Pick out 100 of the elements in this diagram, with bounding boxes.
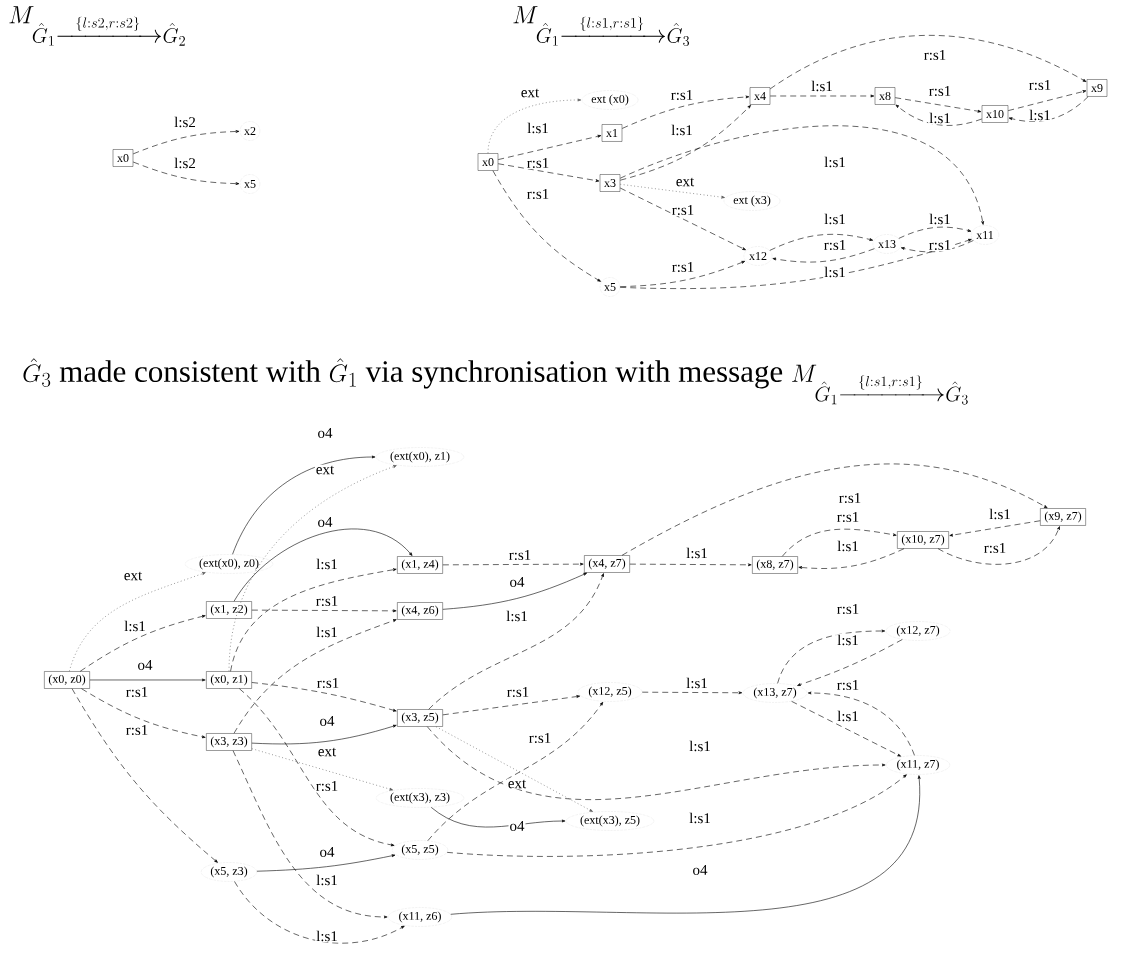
arrow [228,465,397,672]
heading-formula: $M_{\hat{G}_1\xrightarrow{\{l{:}s1,r{:}s1\}}\hat{G}_3}$ [513,6,690,46]
arrow [619,105,751,181]
arrow [497,134,602,160]
edge-label: r:s1 [837,491,863,505]
arrow [621,95,750,129]
state-box: x0 [112,149,134,167]
arrow [251,748,393,791]
state-box: x1 [601,124,623,142]
state-box: (x8, z7) [752,556,798,574]
arrow [492,170,601,282]
arrow [769,234,874,251]
arrow [629,563,752,567]
edge-label: l:s1 [836,709,860,723]
state-box: x8 [874,87,896,105]
edge-label: o4 [316,516,334,528]
arrow [797,639,903,686]
state-box: (x0, z0) [44,671,90,689]
edge-label: r:s1 [922,48,948,62]
edge-label: l:s1 [315,625,339,639]
edge-label: r:s1 [822,238,848,252]
arrow [900,240,974,253]
edge-label: l:s1 [928,111,952,125]
edge-label: r:s1 [1027,78,1053,92]
arrow [621,463,1048,556]
arrow [791,701,901,757]
edge-label: ext [674,176,696,188]
arrow [769,35,1087,90]
edge-label: r:s1 [314,779,340,793]
arrow [894,97,982,113]
arrow [427,701,604,841]
edge-label: r:s1 [124,685,150,699]
edge-label: o4 [318,845,336,858]
state-box: (x9, z7) [1040,508,1086,526]
edge-label: r:s1 [669,88,695,102]
edge-label: r:s1 [525,187,551,201]
arrow [777,629,886,684]
edge-label: r:s1 [835,602,861,616]
arrow [132,130,240,155]
arrow [230,568,397,672]
state-box: (x1, z4) [397,556,443,574]
arrow [239,688,395,847]
arrow [619,260,746,287]
edge-label: o4 [136,659,154,671]
heading-formula: $M_{\hat{G}_1\xrightarrow{\{l{:}s2,r{:}s2\}}\hat{G}_2}$ [9,6,185,46]
arrow [442,695,581,716]
arrow [641,691,743,695]
arrow [1007,90,1087,111]
state-box: (x3, z3) [206,733,252,751]
arrow [233,619,397,734]
edge-label: r:s1 [505,685,531,699]
state-box: x3 [599,174,621,192]
edge-label: l:s1 [315,557,339,571]
heading-formula: $\hat{G}_3\ \text{made consistent with}\ \hat{G}_1\ \text{via synchronisation with message}\ M_{\hat{G}_1\xrightarrow{\{l{:}s1,r{:}s1\}}\hat{G}_3}$ [23,358,968,405]
edge-label: l:s1 [688,739,712,753]
arrow [497,163,600,182]
state-box: (x0, z1) [206,671,252,689]
arrow [949,520,1041,537]
arrow [442,572,588,610]
state-box: (x3, z5) [397,709,443,727]
arrow [256,854,396,872]
edge-label: r:s1 [314,594,340,608]
edge-label: l:s1 [685,546,709,560]
edge-label: l:s1 [823,212,847,226]
state-box: (x10, z7) [897,531,949,549]
edge-label: r:s1 [835,678,861,692]
edge-label: r:s1 [670,260,696,274]
state-box: (x4, z6) [397,602,443,620]
edge-label: r:s1 [927,238,953,252]
edge-label: l:s1 [123,619,147,633]
arrow [428,573,604,710]
state-box: (x4, z7) [584,555,630,573]
state-box: x0 [477,153,499,171]
arrow [619,238,972,289]
edge-label: l:s1 [823,265,847,279]
arrow [233,528,413,602]
edge-label: l:s1 [315,929,339,943]
arrow [798,548,905,569]
edge-label: ext [314,464,336,476]
edge-label: r:s1 [835,510,861,524]
edge-label: o4 [508,576,526,588]
edge-label: ext [519,87,541,99]
edge-label: l:s1 [526,121,550,135]
edge-label: o4 [508,819,526,832]
arrow [446,774,907,857]
edge-label: l:s1 [836,539,860,553]
arrow [769,94,875,98]
arrow [132,161,240,185]
arrow [619,125,984,225]
arrow [1008,96,1089,122]
arrow [619,184,725,199]
edge-label: l:s1 [823,155,847,169]
edge-label: l:s1 [810,79,834,93]
arrow [89,678,206,682]
arrow [937,526,1060,565]
edge-label: l:s1 [928,212,952,226]
edge-label: l:s1 [670,123,694,137]
edge-label: r:s1 [527,731,553,745]
edge-label: o4 [316,427,334,439]
arrow [450,775,921,915]
